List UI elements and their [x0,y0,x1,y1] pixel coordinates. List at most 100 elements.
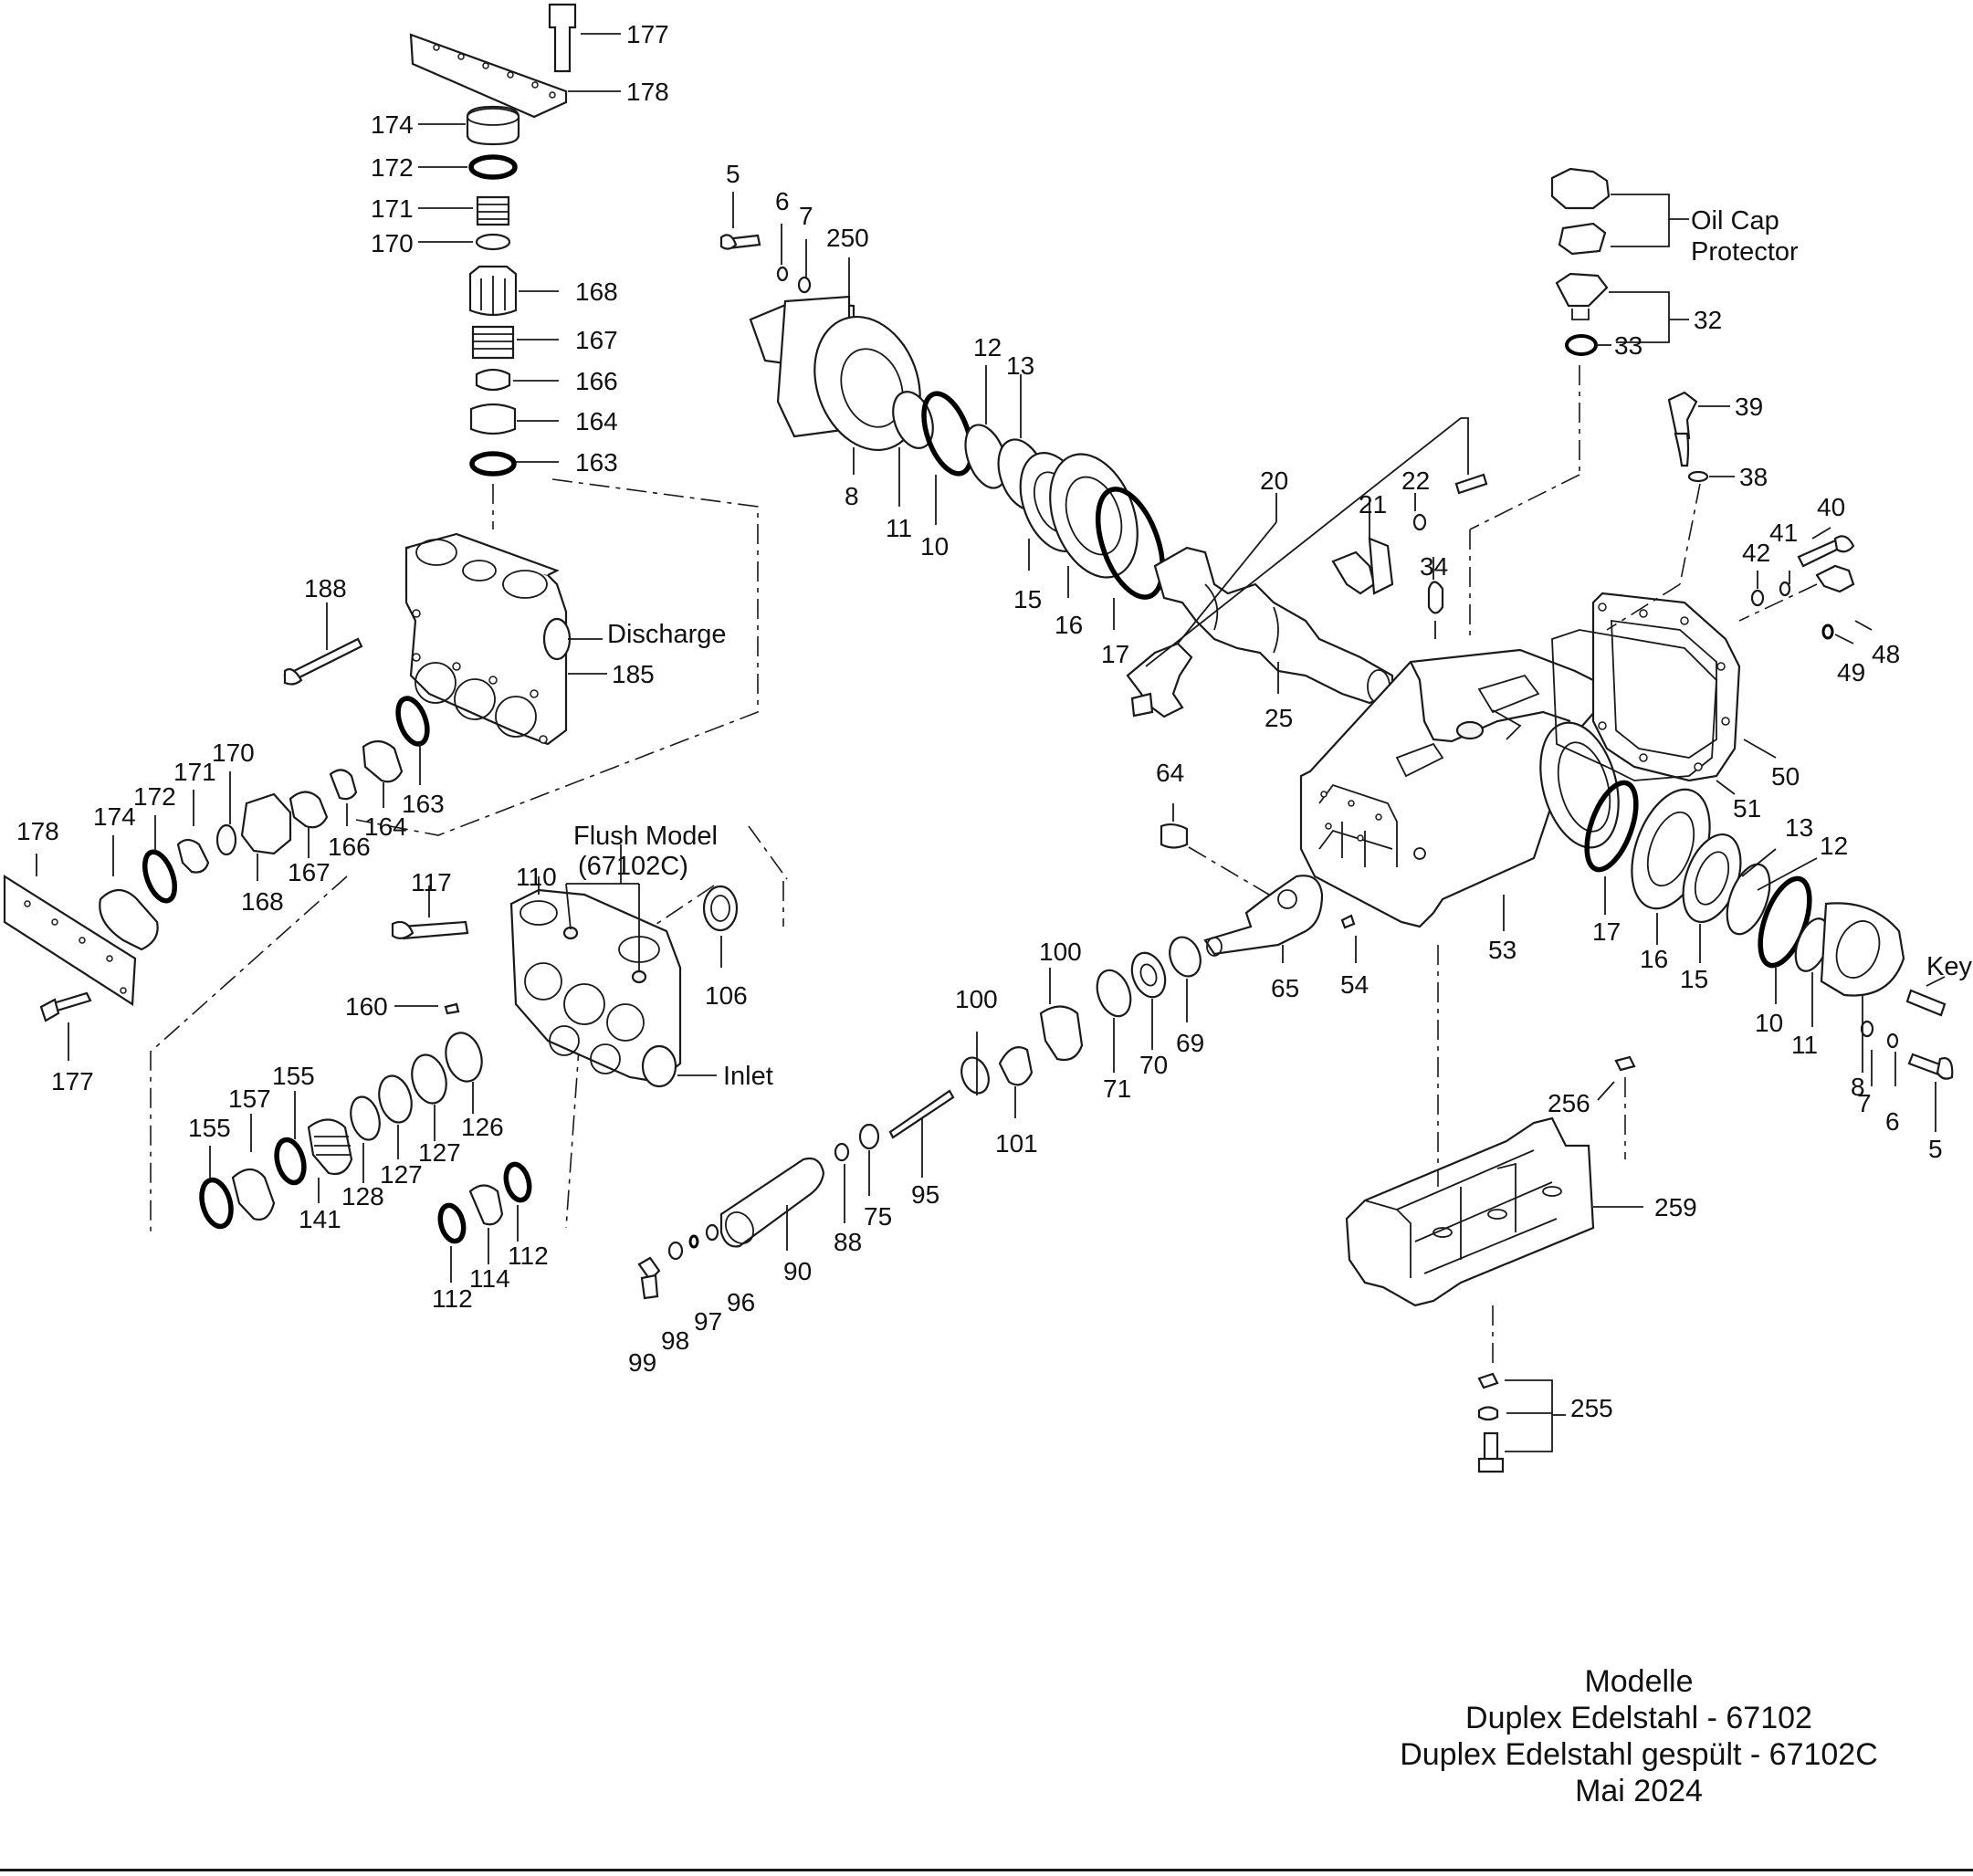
label-188: 188 [304,574,347,603]
label-160: 160 [345,992,388,1021]
label-128: 128 [341,1182,384,1210]
label-6-top: 6 [775,187,790,215]
label-34: 34 [1420,552,1448,581]
label-33: 33 [1614,331,1642,360]
label-171-left: 171 [173,758,216,786]
part-number-labels: 177 178 174 172 171 170 168 167 166 164 … [16,20,1972,1422]
leaders-crankshaft [1145,417,1469,694]
valve-stack-left [3,696,430,1022]
label-96: 96 [727,1288,755,1316]
model-info-block: Modelle Duplex Edelstahl - 67102 Duplex … [1319,1663,1958,1809]
leaders-bearing-right [1604,848,1946,1132]
discharge-manifold-185 [404,532,572,746]
label-40: 40 [1817,493,1845,521]
label-178-left: 178 [16,817,59,845]
label-69: 69 [1176,1029,1204,1057]
label-114: 114 [469,1264,510,1293]
label-172-top: 172 [371,153,414,182]
inlet-manifold [509,888,682,1088]
label-166-top: 166 [575,367,618,395]
label-99: 99 [628,1348,656,1377]
rear-cover-group [1550,167,1855,782]
label-168-top: 168 [575,278,618,306]
leaders-top-stack [418,33,621,529]
valve-cage-168-left [240,792,292,855]
cover-plate-178-left [3,875,137,1006]
label-11-right: 11 [1791,1031,1818,1059]
label-11-top: 11 [886,514,912,542]
label-key: Key [1926,952,1972,981]
label-127-upper: 127 [418,1138,461,1167]
label-inlet: Inlet [723,1062,773,1091]
model-info-heading: Modelle [1584,1664,1694,1699]
label-164-top: 164 [575,407,618,435]
label-163-top: 163 [575,448,618,477]
oring-163-top [469,451,517,477]
label-168-left: 168 [241,887,284,916]
label-flush-model-number: (67102C) [578,852,688,881]
label-172-left: 172 [133,782,176,811]
valve-166-top [475,368,511,392]
label-166-left: 166 [328,833,371,861]
label-163-left: 163 [402,790,445,818]
label-90: 90 [783,1257,812,1285]
leaders-plunger [786,803,1357,1251]
label-164-left: 164 [364,812,407,841]
seal-kit-lower-left [199,1032,532,1244]
label-106: 106 [705,981,748,1010]
label-discharge: Discharge [607,620,727,649]
label-13-right: 13 [1785,813,1813,842]
label-250: 250 [826,224,869,252]
label-17-right: 17 [1592,917,1621,946]
label-22: 22 [1401,466,1430,495]
label-17-top: 17 [1101,640,1129,668]
label-49: 49 [1837,658,1865,686]
label-15-right: 15 [1680,965,1708,993]
label-167-top: 167 [575,326,618,354]
label-21: 21 [1359,490,1387,519]
bearing-group-right [1584,780,1954,1080]
label-6-right: 6 [1885,1107,1900,1136]
washer-170-top [475,233,511,251]
label-70: 70 [1139,1051,1168,1079]
label-110: 110 [516,863,557,891]
label-16-top: 16 [1055,611,1083,639]
label-32: 32 [1694,306,1722,334]
label-12-right: 12 [1820,832,1848,860]
model-info-date: Mai 2024 [1575,1774,1703,1808]
label-13-top: 13 [1006,351,1034,380]
leaders-inlet [394,844,722,1076]
leaders-seal-kit [209,1082,519,1283]
base-frame-259 [1345,1055,1636,1473]
label-10-right: 10 [1755,1009,1783,1037]
label-flush-model: Flush Model [573,822,718,851]
label-174-top: 174 [371,110,414,139]
crankshaft-assembly [1126,473,1488,718]
label-10-top: 10 [920,532,949,561]
bearing-group-left [719,234,1166,600]
label-41: 41 [1769,519,1798,547]
label-101: 101 [995,1129,1038,1158]
label-255: 255 [1570,1394,1613,1422]
label-64: 64 [1156,759,1184,787]
label-112-lower: 112 [432,1284,473,1313]
label-53: 53 [1488,936,1516,964]
plunger-assembly [637,823,1356,1300]
label-48: 48 [1872,640,1900,668]
model-info-standard: Duplex Edelstahl - 67102 [1465,1701,1812,1735]
label-185: 185 [612,660,655,688]
leaders-bearing-left [732,192,1115,630]
label-88: 88 [834,1228,862,1256]
label-71: 71 [1103,1074,1131,1103]
label-50: 50 [1771,762,1800,791]
label-8-top: 8 [845,482,859,510]
seal-106 [702,885,739,932]
label-65: 65 [1271,974,1299,1002]
label-oil-cap-protector: Protector [1691,237,1799,267]
label-155-left: 155 [188,1114,231,1142]
label-259: 259 [1654,1193,1697,1221]
label-95: 95 [911,1180,939,1209]
spring-167-top [471,325,515,360]
label-157: 157 [228,1085,271,1113]
